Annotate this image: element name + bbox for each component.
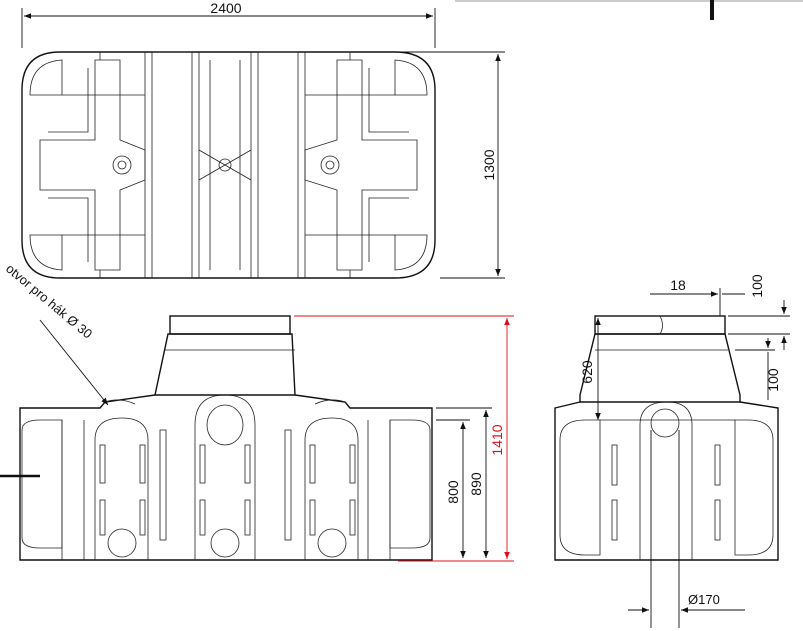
dim-label-800: 800	[445, 480, 461, 504]
dimension-1300: 1300	[400, 51, 505, 279]
dim-label-18: 18	[670, 277, 686, 293]
side-view	[554, 315, 779, 561]
front-view	[0, 315, 433, 561]
dimension-1410: 1410	[294, 315, 514, 562]
dim-label-2400: 2400	[210, 0, 241, 16]
dim-label-1410: 1410	[489, 424, 505, 455]
dim-label-890: 890	[468, 472, 484, 496]
top-view	[21, 51, 436, 279]
dimension-620: 620	[579, 318, 601, 420]
dimension-100-bottom: 100	[735, 338, 781, 400]
dim-label-100-top: 100	[749, 274, 765, 298]
hook-hole-annotation: otvor pro hák Ø 30	[3, 261, 109, 406]
dim-label-100-bottom: 100	[765, 368, 781, 392]
dimension-2400: 2400	[21, 0, 436, 48]
dim-label-1300: 1300	[481, 149, 497, 180]
dimension-800: 800	[436, 419, 470, 558]
dimension-100-top: 100	[728, 274, 790, 350]
dimension-18: 18	[650, 277, 745, 316]
dimension-diameter-170: Ø170	[628, 430, 745, 628]
dim-label-diameter-170: Ø170	[688, 592, 720, 607]
header-fragment	[455, 0, 803, 20]
top-view-outline	[21, 51, 436, 279]
hook-hole-label: otvor pro hák Ø 30	[3, 261, 95, 342]
dimension-890: 890	[436, 407, 492, 558]
dim-label-620: 620	[579, 360, 595, 384]
